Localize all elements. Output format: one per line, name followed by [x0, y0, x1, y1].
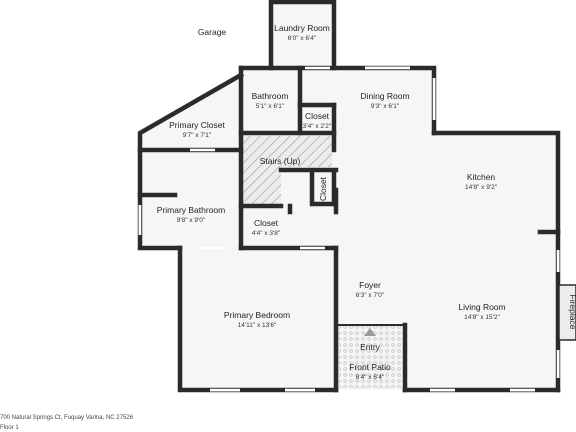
- closet-b-label: Closet: [318, 176, 328, 201]
- bathroom-label: Bathroom: [252, 91, 289, 101]
- address-text: 700 Natural Springs Ct, Fuquay Varina, N…: [0, 415, 133, 421]
- primary-closet-dim: 9'7" x 7'1": [183, 132, 212, 139]
- bathroom-dim: 5'1" x 6'1": [256, 103, 285, 110]
- windows: [137, 65, 561, 393]
- entry-label: Entry: [360, 342, 381, 352]
- entry-arrow-icon: [364, 328, 376, 336]
- laundry-room-label: Laundry Room: [274, 23, 330, 33]
- primary-bedroom-dim: 14'11" x 13'6": [238, 322, 277, 329]
- closet-c-dim: 4'4" x 3'8": [252, 230, 281, 237]
- primary-bedroom-label: Primary Bedroom: [224, 310, 290, 320]
- primary-closet-label: Primary Closet: [169, 120, 225, 130]
- dining-room-label: Dining Room: [360, 91, 409, 101]
- living-room-dim: 14'8" x 15'2": [464, 314, 500, 321]
- closet-c-label: Closet: [254, 218, 279, 228]
- laundry-room-dim: 6'0" x 6'4": [288, 35, 317, 42]
- closet-a-label: Closet: [305, 111, 330, 121]
- foyer-label: Foyer: [359, 280, 381, 290]
- primary-bathroom-dim: 9'8" x 9'0": [177, 217, 206, 224]
- stairs-hatch: [243, 136, 332, 167]
- front-patio-dim: 6'4" x 6'4": [356, 374, 385, 381]
- stairs-hatch-lower: [243, 167, 281, 206]
- floor-fills: [140, 2, 558, 390]
- floor-label: Floor 1: [0, 425, 19, 431]
- stairs-label: Stairs (Up): [260, 156, 301, 166]
- living-room-label: Living Room: [458, 302, 505, 312]
- fireplace-box: [558, 284, 576, 341]
- primary-bathroom-label: Primary Bathroom: [157, 205, 226, 215]
- dining-room-dim: 9'3" x 6'1": [371, 103, 400, 110]
- kitchen-label: Kitchen: [467, 172, 496, 182]
- kitchen-dim: 14'8" x 9'2": [465, 184, 498, 191]
- closet-a-dim: 3'4" x 2'2": [303, 123, 332, 130]
- fireplace-label: Fireplace: [568, 295, 576, 330]
- foyer-dim: 6'3" x 7'0": [356, 292, 385, 299]
- garage-label: Garage: [198, 27, 227, 37]
- front-patio-label: Front Patio: [349, 362, 391, 372]
